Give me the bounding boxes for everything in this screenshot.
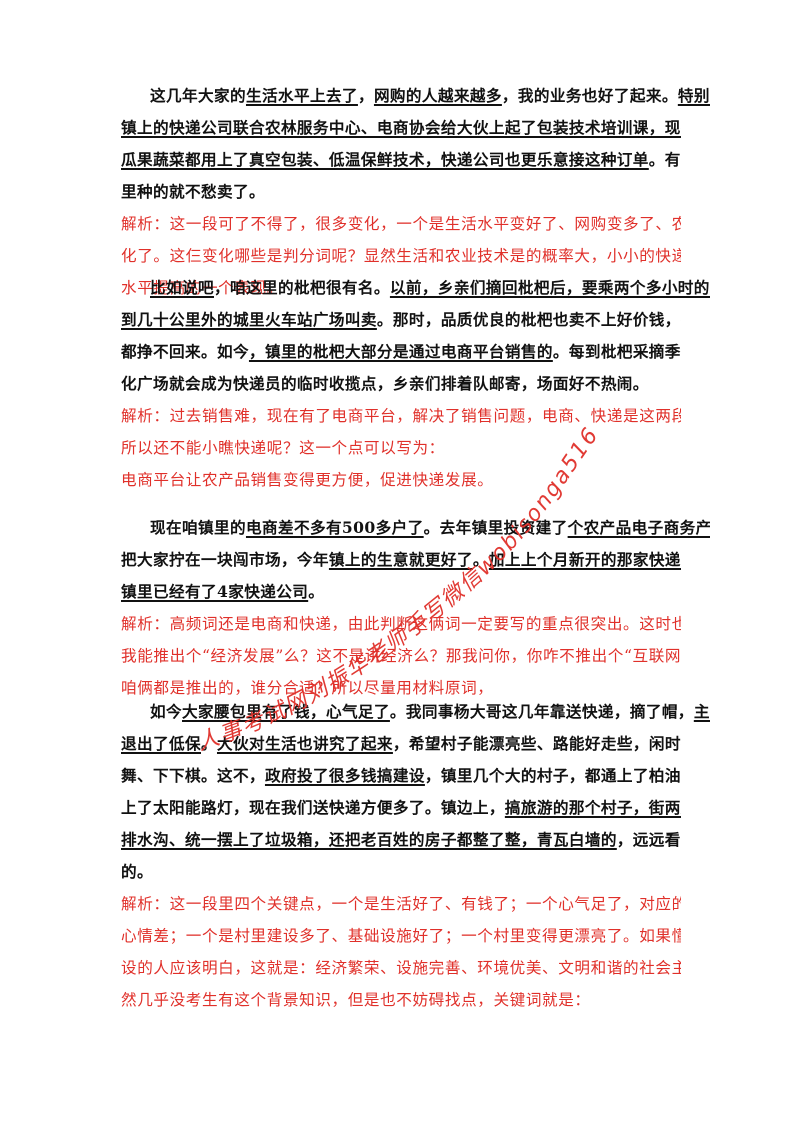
analysis-line: 然几乎没考生有这个背景知识，但是也不妨碍找点，关键词就是： [121, 991, 591, 1009]
quote-line: 上了太阳能路灯，现在我们送快递方便多了。镇边上，搞旅游的那个村子，街两旁不仅修了 [121, 792, 681, 824]
quote-line: 里种的就不愁卖了。 [121, 176, 681, 208]
quote-line: 镇里已经有了4家快递公司。 [121, 576, 681, 608]
analysis-line: 电商平台让农产品销售变得更方便，促进快递发展。 [121, 471, 494, 489]
quote-line: 都挣不回来。如今，镇里的枇杷大部分是通过电商平台销售的。每到枇杷采摘季，镇里的文 [121, 336, 681, 368]
underlined-phrase: 搞旅游的那个村子，街两旁不仅修了 [504, 798, 681, 817]
analysis-line: 化了。这仨变化哪些是判分词呢？显然生活和农业技术是的概率大，小小的快递仅仅是生活 [121, 247, 681, 265]
underlined-phrase: 到几十公里外的城里火车站广场叫卖 [121, 310, 377, 329]
underlined-phrase: 大伙对生活也讲究了起来 [216, 734, 393, 753]
underlined-phrase: 加上上个月新开的那家快递公司，我们 [488, 550, 681, 569]
quote-line: 镇上的快递公司联合农林服务中心、电商协会给大伙上起了包装技术培训课，现在咱这里的 [121, 112, 681, 144]
quote-line: 退出了低保。大伙对生活也讲究了起来，希望村子能漂亮些、路能好走些，闲时有地儿跳跳 [121, 728, 681, 760]
underlined-phrase: 网购的人越来越多 [373, 86, 502, 105]
analysis-line: 设的人应该明白，这就是：经济繁荣、设施完善、环境优美、文明和谐的社会主义新农村。… [121, 959, 681, 977]
analysis-line: 解析：高频词还是电商和快递，由此判断这俩词一定要写的重点很突出。这时也许有人问了… [121, 615, 681, 633]
underlined-phrase: 瓜果蔬菜都用上了真空包装、低温保鲜技术，快递公司也更乐意接这种订单 [121, 150, 649, 169]
plain-phrase: 把大家拧在一块闯市场，今年 [121, 550, 329, 569]
plain-phrase: 。 [308, 582, 325, 601]
plain-phrase: 。 [200, 734, 217, 753]
analysis-line: 解析：过去销售难，现在有了电商平台，解决了销售问题，电商、快递是这两段的高频词啊… [121, 407, 681, 425]
quote-line: 把大家拧在一块闯市场，今年镇上的生意就更好了。加上上个月新开的那家快递公司，我们 [121, 544, 681, 576]
underlined-phrase: 镇上的快递公司联合农林服务中心、电商协会给大伙上起了包装技术培训课，现在咱这里的 [121, 118, 681, 137]
plain-phrase: 如今 [150, 702, 182, 721]
plain-phrase: 。我同事杨大哥这几年靠送快递，摘了帽， [389, 702, 694, 721]
underlined-phrase: 镇里已经有了4家快递公司 [121, 582, 309, 601]
quote-line: 比如说吧，咱这里的枇杷很有名。以前，乡亲们摘回枇杷后，要乘两个多小时的公交车 [121, 272, 710, 304]
underlined-phrase: 个农产品电子商务产业园 [567, 518, 710, 537]
plain-phrase: ，咱这里的枇杷很有名。 [213, 278, 390, 297]
plain-phrase: 。 [472, 550, 489, 569]
analysis-line: 水平提高的一个表现。 [121, 279, 283, 297]
analysis-line: 我能推出个“经济发展”么？这不是讲经济么？那我问你，你咋不推出个“互联网+农业”… [121, 647, 681, 665]
underlined-phrase: 大家腰包里有了钱，心气足了 [182, 702, 390, 721]
underlined-phrase: 比如说吧 [150, 278, 214, 297]
plain-phrase: ，镇里几个大的村子，都通上了柏油路，路边插 [424, 766, 681, 785]
quote-line: 如今大家腰包里有了钱，心气足了。我同事杨大哥这几年靠送快递，摘了帽，主动要求 [121, 696, 710, 728]
quote-line: 的。 [121, 856, 681, 888]
analysis-line: 解析：这一段里四个关键点，一个是生活好了、有钱了；一个心气足了，对应的是一开始的 [121, 895, 681, 913]
plain-phrase: 化广场就会成为快递员的临时收揽点，乡亲们排着队邮寄，场面好不热闹。 [121, 374, 649, 393]
quote-line: 排水沟、统一摆上了垃圾箱，还把老百姓的房子都整了整，青瓦白墙的，远远看，像画里似 [121, 824, 681, 856]
quote-line: 舞、下下棋。这不，政府投了很多钱搞建设，镇里几个大的村子，都通上了柏油路，路边插 [121, 760, 681, 792]
analysis-line: 所以还不能小瞧快递呢？这一个点可以写为： [121, 439, 445, 457]
quote-line: 化广场就会成为快递员的临时收揽点，乡亲们排着队邮寄，场面好不热闹。 [121, 368, 681, 400]
plain-phrase: 上了太阳能路灯，现在我们送快递方便多了。镇边上， [121, 798, 505, 817]
plain-phrase: ，我的业务也好了起来。 [501, 86, 678, 105]
plain-phrase: 里种的就不愁卖了。 [121, 182, 265, 201]
plain-phrase: 。那时，品质优良的枇杷也卖不上好价钱，有时连本钱 [376, 310, 681, 329]
plain-phrase: ，希望村子能漂亮些、路能好走些，闲时有地儿跳跳 [392, 734, 681, 753]
underlined-phrase: 以前，乡亲们摘回枇杷后，要乘两个多小时的公交车 [389, 278, 710, 297]
underlined-phrase: 镇上的生意就更好了 [328, 550, 473, 569]
quote-line: 瓜果蔬菜都用上了真空包装、低温保鲜技术，快递公司也更乐意接这种订单。有了销路，家 [121, 144, 681, 176]
plain-phrase: 现在咱镇里的 [150, 518, 246, 537]
quote-line: 到几十公里外的城里火车站广场叫卖。那时，品质优良的枇杷也卖不上好价钱，有时连本钱 [121, 304, 681, 336]
plain-phrase: 舞、下下棋。这不， [121, 766, 265, 785]
plain-phrase: 。每到枇杷采摘季，镇里的文 [552, 342, 681, 361]
underlined-phrase: 主动要求 [693, 702, 710, 721]
underlined-phrase: 退出了低保 [121, 734, 201, 753]
underlined-phrase: 政府投了很多钱搞建设 [264, 766, 425, 785]
underlined-phrase: 生活水平上去了 [245, 86, 358, 105]
analysis-line: 咱俩都是推出的，谁分合适？所以尽量用材料原词， [121, 679, 494, 697]
plain-phrase: 。去年镇里投资建了 [423, 518, 568, 537]
underlined-phrase: 排水沟、统一摆上了垃圾箱，还把老百姓的房子都整了整，青瓦白墙的 [121, 830, 617, 849]
quote-line: 这几年大家的生活水平上去了，网购的人越来越多，我的业务也好了起来。特别是前年， [121, 80, 710, 112]
plain-phrase: 都挣不回来。如今 [121, 342, 249, 361]
underlined-phrase: 特别是前年 [677, 86, 710, 105]
plain-phrase: ， [357, 86, 374, 105]
plain-phrase: 。有了销路，家 [648, 150, 681, 169]
plain-phrase: 这几年大家的 [150, 86, 246, 105]
plain-phrase: ，远远看，像画里似 [616, 830, 681, 849]
plain-phrase: 的。 [121, 862, 153, 881]
underlined-phrase: 电商差不多有500多户了 [245, 518, 424, 537]
analysis-line: 心情差；一个是村里建设多了、基础设施好了；一个村里变得更漂亮了。如果懂点新农村建 [121, 927, 681, 945]
analysis-line: 解析：这一段可了不得了，很多变化，一个是生活水平变好了、网购变多了、农业变得技术 [121, 215, 681, 233]
quote-line: 现在咱镇里的电商差不多有500多户了。去年镇里投资建了个农产品电子商务产业园， [121, 512, 710, 544]
underlined-phrase: ，镇里的枇杷大部分是通过电商平台销售的 [248, 342, 553, 361]
